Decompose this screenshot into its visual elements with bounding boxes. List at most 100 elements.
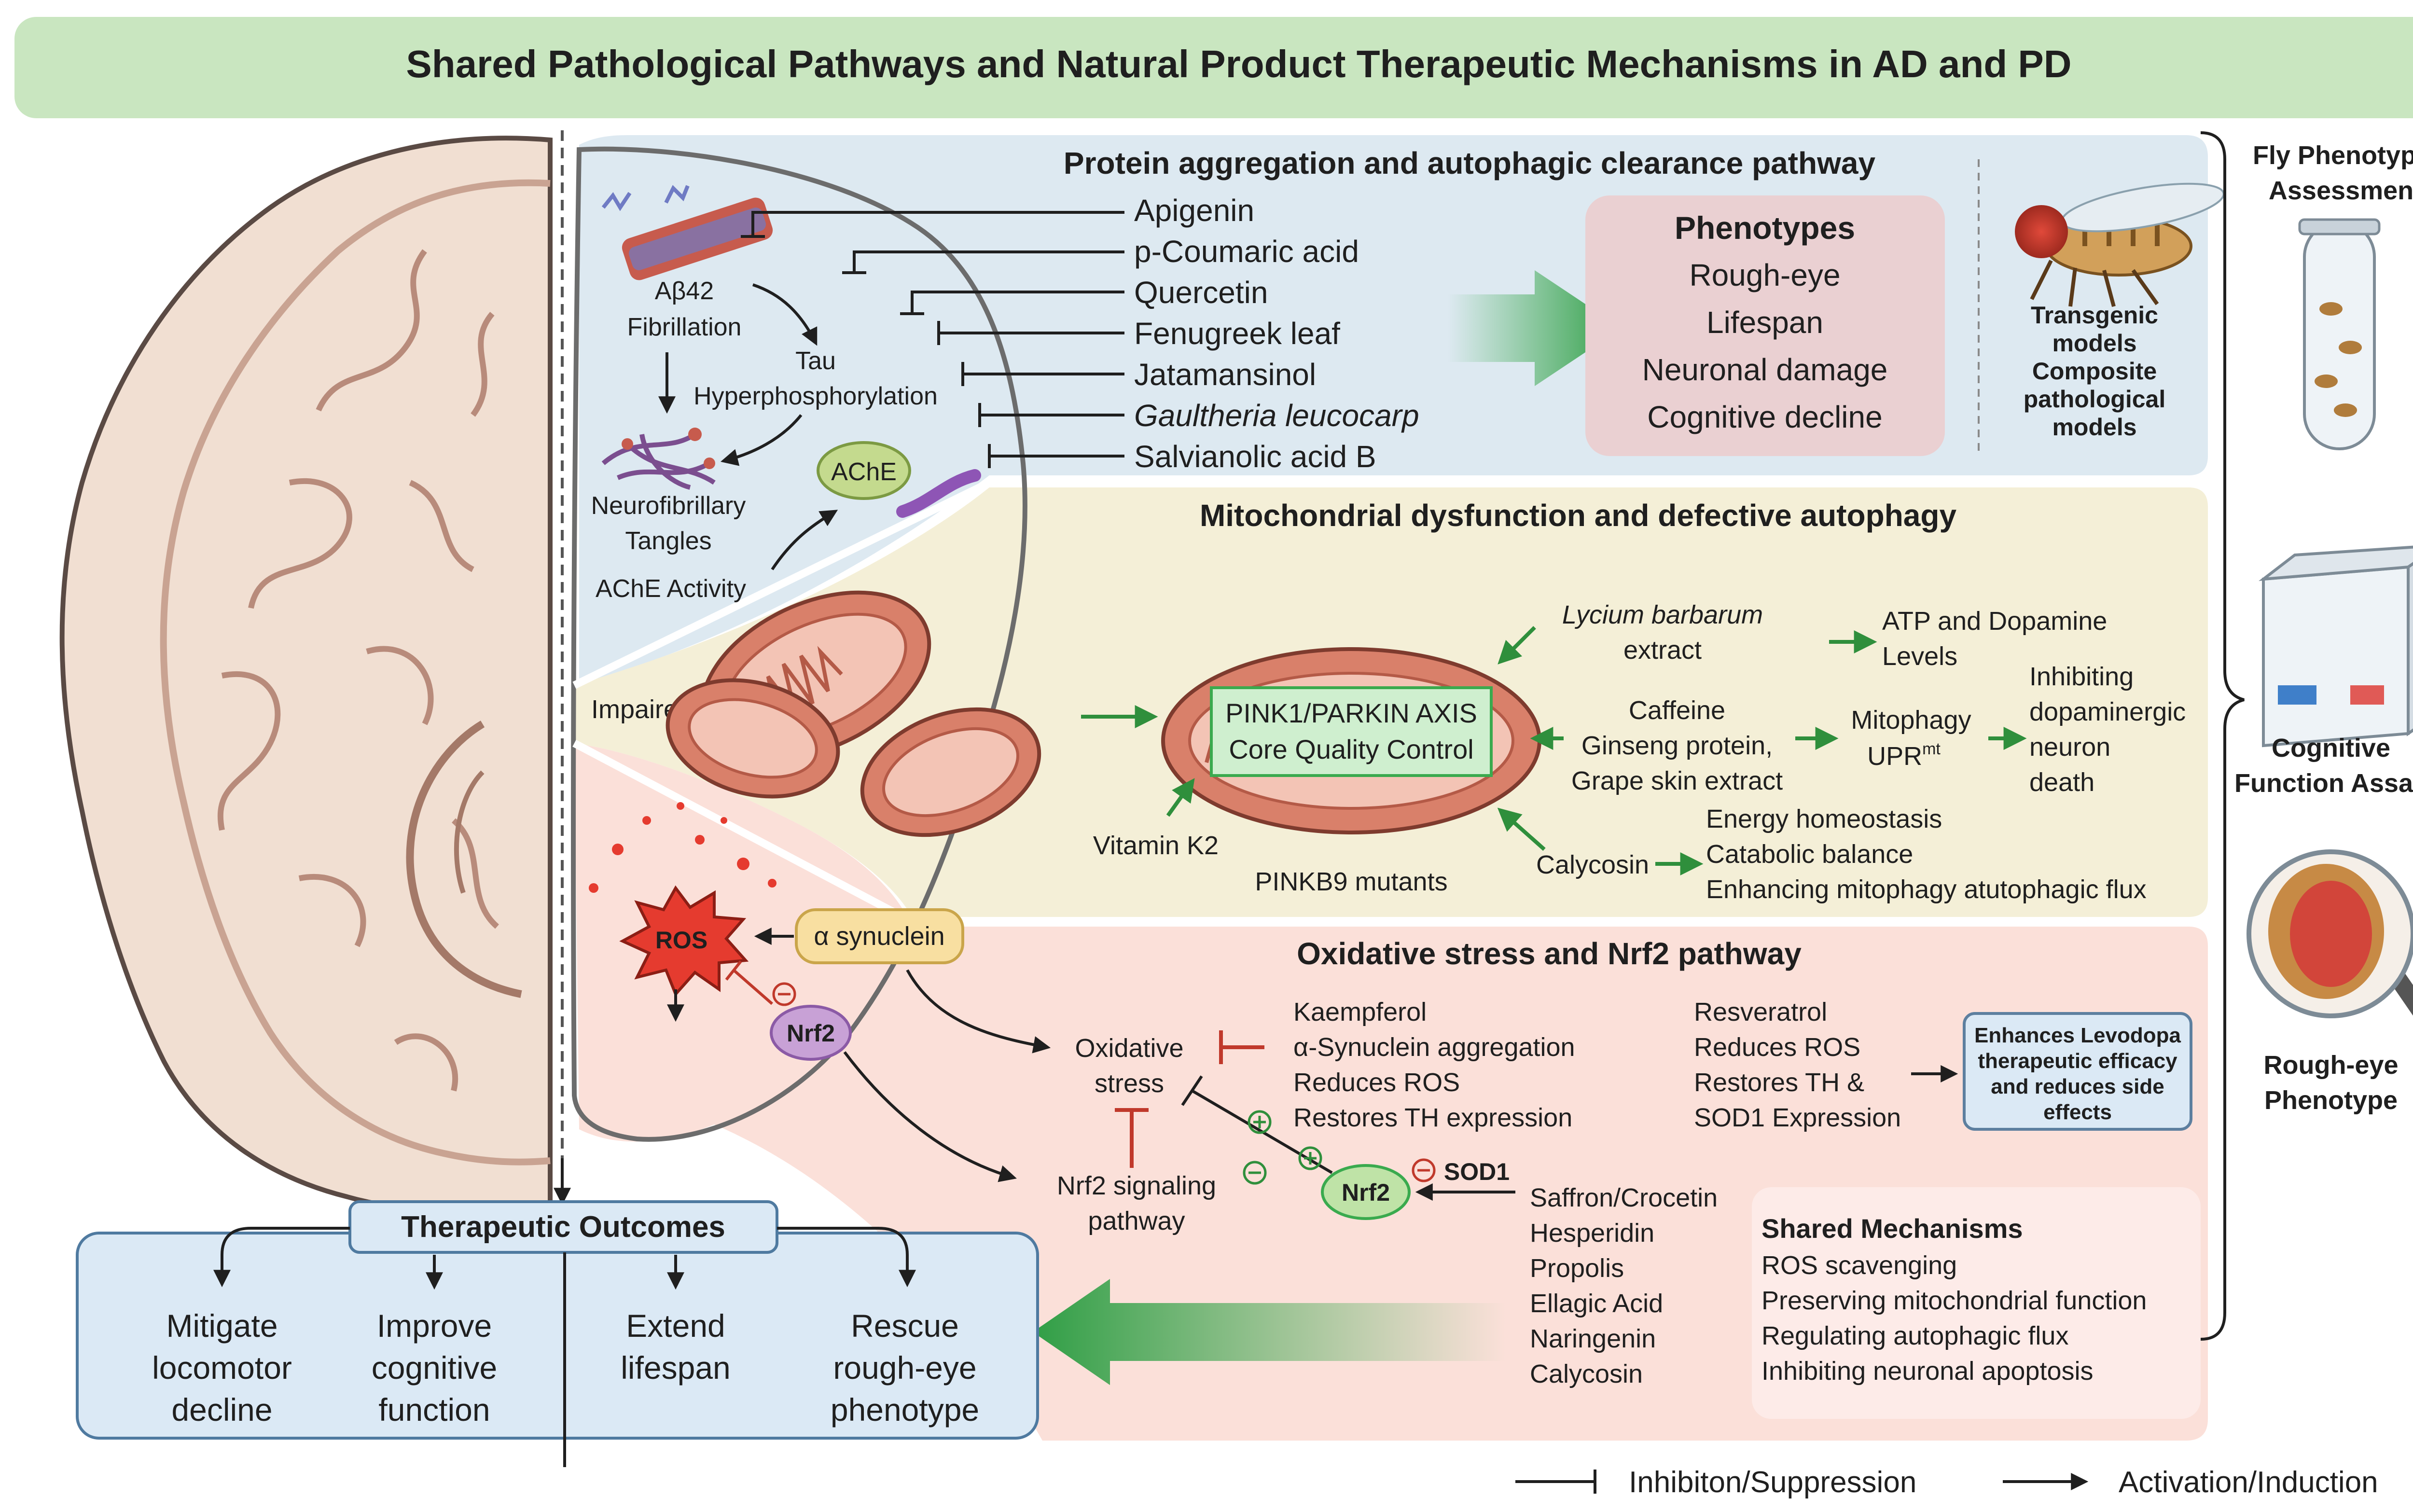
phenotypes-title: Phenotypes	[1675, 210, 1855, 246]
fibrillation-label: Fibrillation	[627, 313, 742, 341]
outcomes-title: Therapeutic Outcomes	[401, 1210, 725, 1244]
vitk2-arrow	[1166, 778, 1195, 817]
vitamin-k2-label: Vitamin K2	[1093, 831, 1219, 860]
resveratrol-label-4: SOD1 Expression	[1694, 1103, 1901, 1132]
nrf2-node-right	[1321, 1164, 1411, 1220]
mitophagy-label: Mitophagy	[1851, 706, 1971, 735]
protein-panel-heading: Protein aggregation and autophagic clear…	[1064, 146, 1876, 180]
panel-divider-1	[572, 479, 991, 689]
outcome-green-arrow	[1033, 1279, 1506, 1385]
phenotypes-box	[1585, 195, 1945, 456]
panel-divider-2	[572, 739, 914, 926]
alpha-synuclein-box	[795, 908, 964, 964]
fruit-fly-icon	[2015, 182, 2225, 307]
phenotype-green-arrow	[1448, 270, 1622, 386]
caffeine-label-2: Ginseng protein,	[1581, 731, 1773, 760]
compound-inhibition-lines	[741, 211, 1124, 468]
atp-label-1: ATP and Dopamine	[1882, 607, 2107, 636]
caffeine-label-3: Grape skin extract	[1571, 766, 1783, 795]
levodopa-label-4: effects	[2043, 1100, 2112, 1124]
oxidative-panel-heading: Oxidative stress and Nrf2 pathway	[1297, 936, 1802, 971]
rough-eye-label-1: Rough-eye	[2263, 1051, 2398, 1080]
kaempferol-label-4: Restores TH expression	[1293, 1103, 1572, 1132]
resveratrol-label-3: Restores TH &	[1694, 1068, 1864, 1097]
nrf2-signaling-label-2: pathway	[1088, 1207, 1185, 1235]
brain-illustration	[59, 136, 553, 1213]
alpha-synuclein-label: α synuclein	[814, 922, 944, 951]
amyloid-fibril-icon	[601, 185, 773, 280]
compound-gaultheria-leucocarp: Gaultheria leucocarp	[1134, 398, 1419, 433]
upr-label: UPRmt	[1867, 740, 1941, 771]
inhibit-label-1: Inhibiting	[2029, 662, 2134, 691]
levodopa-label-3: and reduces side	[1991, 1075, 2164, 1098]
mito-panel-heading: Mitochondrial dysfunction and defective …	[1200, 498, 1957, 533]
model-text-4: pathological	[2024, 386, 2165, 413]
levodopa-box	[1963, 1012, 2192, 1131]
assessment-bracket	[2200, 131, 2245, 1341]
compound-quercetin: Quercetin	[1134, 275, 1268, 310]
kaempferol-label-2: α-Synuclein aggregation	[1293, 1033, 1575, 1062]
ros-burst-icon	[589, 802, 777, 997]
ache-activity-label: AChE Activity	[596, 575, 746, 603]
model-text-1: Transgenic	[2031, 302, 2158, 329]
outcome-4-line-1: Rescue	[851, 1308, 959, 1344]
fly-assessment-title-1: Fly Phenotypic	[2253, 141, 2413, 170]
calycosin-arrow	[1497, 807, 1546, 851]
atp-label-2: Levels	[1882, 642, 1957, 671]
plus-badge-1-cross	[1253, 1116, 1266, 1128]
phenotype-cognitive-decline: Cognitive decline	[1647, 400, 1882, 434]
compound-apigenin: Apigenin	[1134, 193, 1254, 228]
nft-label-1: Neurofibrillary	[591, 492, 746, 520]
rough-eye-label-2: Phenotype	[2264, 1086, 2398, 1115]
kaempferol-label-1: Kaempferol	[1293, 998, 1427, 1026]
resveratrol-label-1: Resveratrol	[1694, 998, 1827, 1026]
nft-label-2: Tangles	[625, 527, 711, 555]
nrf2-node-left	[770, 1005, 852, 1061]
lycium-arrow	[1498, 626, 1536, 665]
outcome-1-line-1: Mitigate	[166, 1308, 277, 1344]
nrf2-to-signaling-arrow	[843, 1051, 1017, 1182]
oxidative-label-2: stress	[1095, 1069, 1164, 1098]
neurofibrillary-tangle-icon	[601, 428, 716, 490]
ox-compound-4: Ellagic Acid	[1530, 1289, 1663, 1318]
test-tube-icon	[2298, 218, 2381, 450]
compound-salvianolic-acid-b: Salvianolic acid B	[1134, 439, 1376, 474]
outcome-1-line-3: decline	[171, 1392, 272, 1428]
outcome-arrow-4	[777, 1227, 916, 1288]
model-text-3: Composite	[2032, 358, 2157, 385]
outcome-4-line-3: phenotype	[831, 1392, 979, 1428]
minus-badge-3	[1412, 1158, 1436, 1182]
ros-label: ROS	[655, 927, 707, 954]
abeta-label: Aβ42	[655, 277, 714, 305]
plus-badge-1	[1248, 1110, 1272, 1134]
energy-label-2: Catabolic balance	[1706, 840, 1913, 869]
energy-label-3: Enhancing mitophagy atutophagic flux	[1706, 875, 2147, 904]
shared-item-1: ROS scavenging	[1761, 1251, 1957, 1280]
shared-item-2: Preserving mitochondrial function	[1761, 1286, 2147, 1315]
compound-fenugreek-leaf: Fenugreek leaf	[1134, 316, 1340, 351]
axis-line-2: Core Quality Control	[1229, 734, 1473, 764]
pink1-parkin-axis-box	[1210, 686, 1493, 777]
lycium-label-1: Lycium barbarum	[1562, 600, 1763, 629]
outcome-3-line-1: Extend	[626, 1308, 725, 1344]
nrf2-label-right: Nrf2	[1342, 1179, 1390, 1206]
tau-label: Tau	[795, 347, 836, 375]
pinkb9-label: PINKB9 mutants	[1255, 867, 1447, 896]
outcome-2-line-2: cognitive	[372, 1350, 498, 1386]
shared-mechanisms-box	[1752, 1187, 2201, 1419]
ox-compound-1: Saffron/Crocetin	[1530, 1183, 1718, 1212]
levodopa-label-2: therapeutic efficacy	[1978, 1049, 2177, 1073]
ache-activity-arrow	[771, 510, 838, 570]
cognitive-label-1: Cognitive	[2272, 734, 2390, 763]
plus-badge-2	[1298, 1146, 1322, 1170]
ox-compound-3: Propolis	[1530, 1254, 1624, 1283]
cognitive-chamber-icon	[2259, 545, 2413, 748]
abeta-to-tau-arrow	[752, 283, 818, 346]
upr-text: UPR	[1867, 742, 1922, 771]
oxidative-label-1: Oxidative	[1075, 1034, 1183, 1063]
ox-compound-5: Naringenin	[1530, 1324, 1656, 1353]
levodopa-label-1: Enhances Levodopa	[1974, 1024, 2181, 1047]
minus-badge-2	[1243, 1161, 1267, 1185]
ros-inhibits-nrf2	[733, 969, 773, 1005]
